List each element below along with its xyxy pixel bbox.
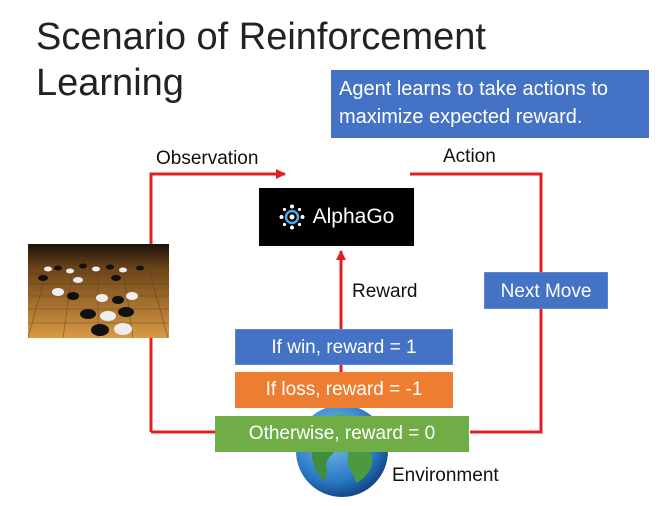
alphago-agent: AlphaGo: [259, 188, 414, 246]
environment-label: Environment: [392, 465, 499, 486]
action-label: Action: [443, 146, 496, 167]
callout-line-2: maximize expected reward.: [339, 106, 583, 128]
title-line-2: Learning: [36, 62, 184, 104]
go-stones: [38, 263, 144, 336]
agent-callout: Agent learns to take actions to maximize…: [331, 70, 649, 138]
otherwise-reward-box: Otherwise, reward = 0: [215, 416, 469, 452]
next-move-box: Next Move: [484, 272, 608, 309]
title-line-1: Scenario of Reinforcement: [36, 16, 486, 58]
alphago-text: AlphaGo: [312, 205, 395, 228]
observation-label: Observation: [156, 148, 259, 169]
loss-reward-box: If loss, reward = -1: [235, 372, 453, 408]
observation-arrow: [149, 169, 286, 432]
reward-label: Reward: [352, 281, 418, 302]
alphago-logo-icon: [279, 204, 305, 230]
win-reward-box: If win, reward = 1: [235, 329, 453, 365]
page-title: Scenario of Reinforcement Learning: [36, 14, 556, 106]
go-board-photo: [28, 244, 169, 338]
callout-line-1: Agent learns to take actions to: [339, 78, 609, 100]
